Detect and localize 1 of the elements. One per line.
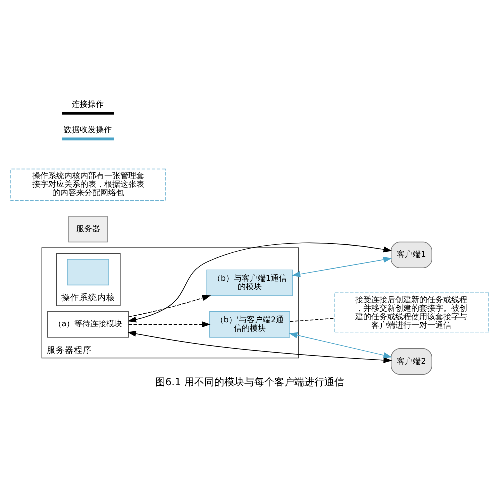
caption: 图6.1 用不同的模块与每个客户端进行通信: [155, 377, 345, 388]
